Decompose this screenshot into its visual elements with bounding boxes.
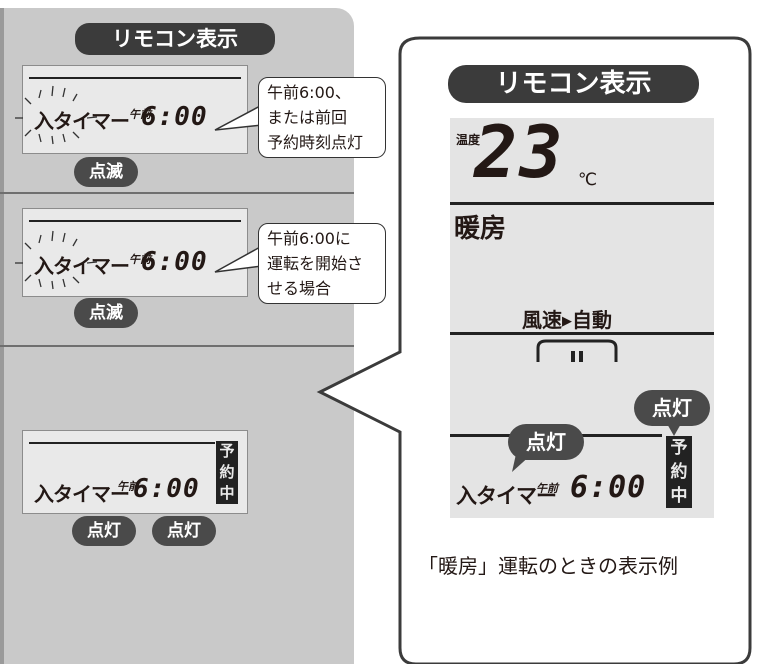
callout-line: 午前6:00に xyxy=(267,229,351,248)
callout-pointer xyxy=(214,245,263,273)
lcd-panel-1: 入タイマー 午前 6:00 xyxy=(15,65,248,154)
lit-tag: 点灯 xyxy=(634,390,710,426)
reserved-indicator: 予 約 中 xyxy=(666,436,692,508)
timer-label: 入タイマー xyxy=(456,484,557,508)
callout-line: 午前6:00、 xyxy=(267,83,351,102)
callout-1: 午前6:00、 または前回 予約時刻点灯 xyxy=(258,77,386,158)
fan-speed-value: 自動 xyxy=(572,308,612,332)
lcd-line xyxy=(29,442,215,444)
remote-lcd: 温度 23 ℃ 暖房 風速▶自動 入タイマー 午前 6:00 予 約 中 xyxy=(450,110,714,518)
timer-label: 入タイマー xyxy=(34,109,130,133)
reserved-char: 約 xyxy=(219,463,235,481)
callout-line: 運転を開始さ xyxy=(267,254,364,273)
timer-label: 入タイマー xyxy=(34,254,130,278)
callout-line: せる場合 xyxy=(267,279,332,298)
timer-time: 6:00 xyxy=(141,247,208,277)
fan-arrow-icon: ▶ xyxy=(562,314,572,329)
reserved-char: 約 xyxy=(670,462,688,482)
timer-label: 入タイマー xyxy=(34,482,130,506)
caption: 「暖房」運転のときの表示例 xyxy=(418,554,678,578)
callout-2: 午前6:00に 運転を開始さ せる場合 xyxy=(258,223,386,304)
lit-tag: 点灯 xyxy=(72,516,136,546)
temperature-value: 23 xyxy=(474,110,565,194)
temp-unit: ℃ xyxy=(578,170,598,190)
ampm-label: 午前 xyxy=(117,480,139,493)
reserved-char: 予 xyxy=(219,442,235,460)
blink-tag: 点滅 xyxy=(74,157,138,187)
lcd-line xyxy=(29,220,241,222)
reserved-char: 予 xyxy=(670,438,688,458)
fan-speed-label: 風速 xyxy=(522,308,562,332)
timer-time: 6:00 xyxy=(133,474,200,504)
callout-line: 予約時刻点灯 xyxy=(267,133,364,152)
section-divider xyxy=(0,192,354,194)
left-panel-edge xyxy=(0,8,4,664)
louver-icon xyxy=(536,339,618,362)
left-title: リモコン表示 xyxy=(75,23,275,55)
blink-rays-icon xyxy=(15,85,98,145)
timer-time: 6:00 xyxy=(141,102,208,132)
lcd-panel-2: 入タイマー 午前 6:00 xyxy=(15,208,248,297)
right-title: リモコン表示 xyxy=(448,65,699,103)
reserved-indicator: 予 約 中 xyxy=(216,441,238,504)
lcd-line xyxy=(29,77,241,79)
section-divider xyxy=(0,345,354,347)
ampm-label: 午前 xyxy=(536,482,558,495)
callout-pointer xyxy=(214,104,263,131)
temp-label: 温度 xyxy=(456,133,481,147)
ampm-label: 午前 xyxy=(129,253,151,266)
blink-rays-icon xyxy=(15,230,98,290)
lcd-line xyxy=(450,202,714,205)
callout-line: または前回 xyxy=(267,108,348,127)
mode-label: 暖房 xyxy=(454,214,507,244)
lcd-line xyxy=(450,332,714,335)
lit-tag: 点灯 xyxy=(152,516,216,546)
timer-time: 6:00 xyxy=(570,470,647,505)
ampm-label: 午前 xyxy=(129,108,151,121)
tag-pointer xyxy=(666,422,682,436)
reserved-char: 中 xyxy=(219,484,235,502)
lcd-panel-3: 入タイマー 午前 6:00 予 約 中 xyxy=(22,430,248,514)
reserved-char: 中 xyxy=(670,486,688,506)
fan-speed-row: 風速▶自動 xyxy=(522,304,612,333)
tag-pointer xyxy=(512,454,532,472)
blink-tag: 点滅 xyxy=(74,298,138,328)
